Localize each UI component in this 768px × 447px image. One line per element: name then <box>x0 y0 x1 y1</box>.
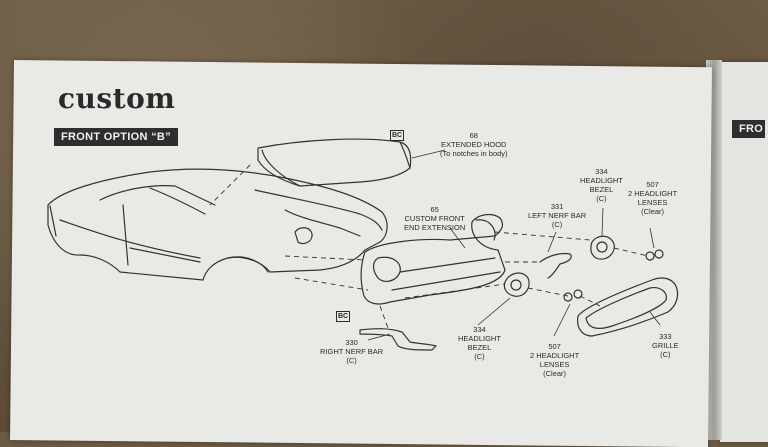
section-tag: FRONT OPTION “B” <box>54 128 178 146</box>
lens-bottom-1-drawing <box>563 292 573 302</box>
label-left-nerf-bar: 331 LEFT NERF BAR (C) <box>528 202 587 229</box>
bc-badge-hood: BC <box>390 130 405 141</box>
label-headlight-bezel-bottom: 334 HEADLIGHT BEZEL (C) <box>458 325 501 361</box>
extended-hood-drawing <box>257 138 412 187</box>
bc-badge-extension: BC <box>336 311 351 322</box>
lens-bottom-2-drawing <box>573 289 583 299</box>
page-title: custom <box>58 82 176 115</box>
label-right-nerf-bar: 330 RIGHT NERF BAR (C) <box>320 338 384 365</box>
left-nerf-bar-drawing <box>539 252 572 279</box>
assembly-diagram <box>47 138 679 351</box>
leader-lines <box>367 149 661 341</box>
lens-top-1-drawing <box>645 251 655 261</box>
headlight-bezel-bottom-drawing <box>503 272 530 297</box>
grille-drawing <box>577 277 679 337</box>
label-headlight-lenses-top: 507 2 HEADLIGHT LENSES (Clear) <box>628 180 678 216</box>
front-extension-drawing <box>360 213 506 305</box>
car-body-drawing <box>47 168 388 281</box>
headlight-bezel-top-drawing <box>590 235 615 260</box>
assembly-lines <box>209 164 649 329</box>
right-nerf-bar-drawing <box>359 328 437 351</box>
label-headlight-bezel-top: 334 HEADLIGHT BEZEL (C) <box>580 167 623 203</box>
lens-top-2-drawing <box>654 249 664 259</box>
next-page-section-tag: FRO <box>732 120 766 138</box>
label-custom-front-extension: 65 CUSTOM FRONT END EXTENSION <box>404 205 466 232</box>
label-extended-hood: 68 EXTENDED HOOD (To notches in body) <box>440 131 508 158</box>
label-grille: 333 GRILLE (C) <box>652 332 679 359</box>
label-headlight-lenses-bottom: 507 2 HEADLIGHT LENSES (Clear) <box>530 342 580 378</box>
